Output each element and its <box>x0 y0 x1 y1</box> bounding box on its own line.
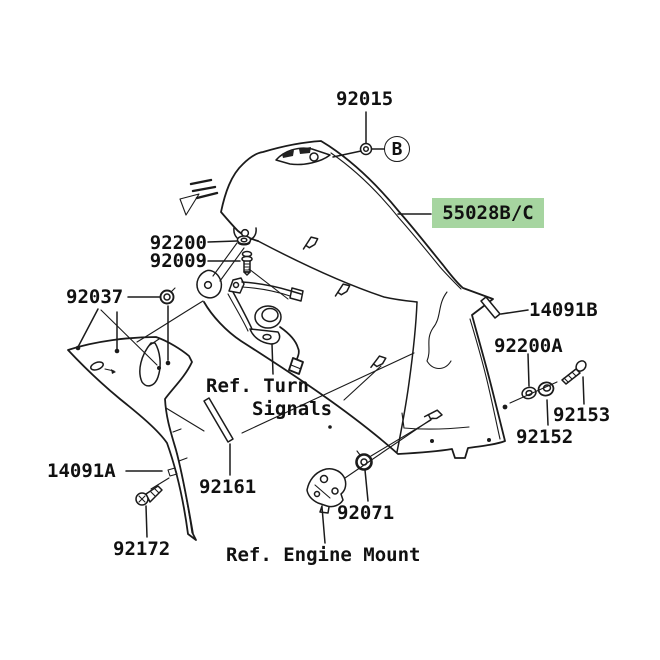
bolt-92153 <box>561 360 587 385</box>
part-label-92015: 92015 <box>336 88 394 110</box>
screw-92172 <box>135 485 163 506</box>
part-label-92009: 92009 <box>149 250 207 272</box>
ref-turn-signals-line1: Ref. Turn <box>206 375 309 397</box>
collar-92200 <box>236 235 252 246</box>
part-label-92172: 92172 <box>113 538 171 560</box>
vent-detail <box>179 178 219 216</box>
part-label-92200: 92200 <box>149 232 207 254</box>
engine-mount-bracket <box>306 468 347 514</box>
grommet-92037 <box>159 287 176 305</box>
ref-turn-signals-line2: Signals <box>252 398 333 420</box>
collar-92152 <box>537 381 555 397</box>
ref-engine-mount: Ref. Engine Mount <box>226 544 421 566</box>
part-label-92071: 92071 <box>337 502 395 524</box>
nut-92015 <box>359 142 373 156</box>
washer-92200A <box>521 386 537 400</box>
part-label-92200A: 92200A <box>494 335 563 357</box>
bolt-92009 <box>241 250 253 276</box>
left-inner-cover <box>67 336 197 541</box>
callout-b-circle: B <box>384 136 410 162</box>
fairing-clips <box>300 235 444 423</box>
leader-lines <box>75 111 585 544</box>
part-label-14091B: 14091B <box>529 299 598 321</box>
part-label-92037: 92037 <box>66 286 124 308</box>
part-label-92161: 92161 <box>199 476 257 498</box>
trim-strip-92161 <box>203 397 234 443</box>
part-label-92153: 92153 <box>553 404 611 426</box>
grommet-92071 <box>355 450 373 471</box>
part-label-92152: 92152 <box>516 426 574 448</box>
main-fairing-cowling <box>179 140 508 459</box>
part-label-14091A: 14091A <box>47 460 116 482</box>
hardware <box>135 142 587 506</box>
trim-strip-14091B <box>480 296 501 319</box>
part-label-55028-highlighted: 55028B/C <box>432 198 544 228</box>
turn-signal-assembly <box>227 277 304 375</box>
